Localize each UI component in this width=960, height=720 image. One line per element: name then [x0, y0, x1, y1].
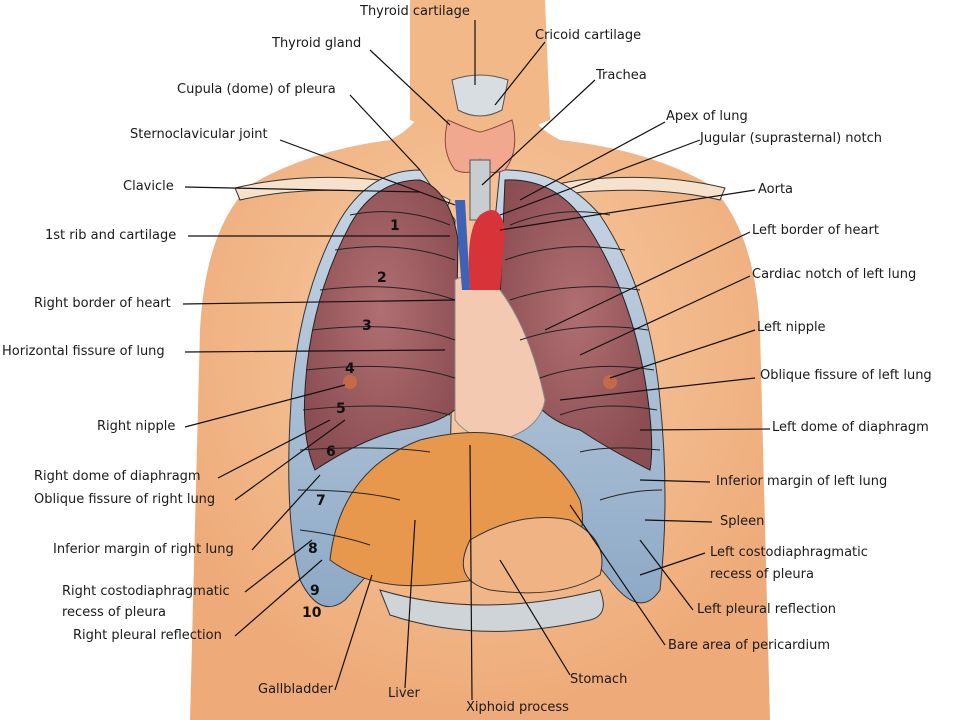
label-apex-of-lung: Apex of lung	[666, 109, 748, 124]
label-right-costodiaphragmatic-2: recess of pleura	[62, 605, 166, 620]
label-right-border-heart: Right border of heart	[34, 296, 171, 311]
label-right-nipple: Right nipple	[97, 419, 176, 434]
label-bare-area: Bare area of pericardium	[668, 638, 831, 653]
label-left-costodiaphragmatic-2: recess of pleura	[710, 567, 814, 582]
label-cardiac-notch: Cardiac notch of left lung	[752, 267, 917, 282]
thyroid-gland	[444, 119, 516, 173]
label-xiphoid-process: Xiphoid process	[466, 700, 569, 715]
leader-lines	[182, 20, 771, 701]
rib-number-6: 6	[326, 444, 336, 460]
label-cupula: Cupula (dome) of pleura	[177, 82, 336, 97]
label-first-rib: 1st rib and cartilage	[45, 228, 177, 243]
label-stomach: Stomach	[570, 672, 628, 687]
rib-number-5: 5	[336, 401, 346, 417]
rib-number-10: 10	[302, 605, 322, 621]
label-thyroid-gland: Thyroid gland	[272, 36, 362, 51]
rib-number-3: 3	[362, 318, 372, 334]
aortic-arch	[468, 210, 505, 290]
rib-number-4: 4	[345, 361, 355, 377]
label-clavicle: Clavicle	[123, 179, 174, 194]
label-gallbladder: Gallbladder	[258, 682, 333, 697]
label-left-pleural-reflection: Left pleural reflection	[697, 602, 837, 617]
label-inferior-margin-right: Inferior margin of right lung	[53, 542, 234, 557]
thyroid-cartilage	[451, 74, 509, 117]
label-jugular-notch: Jugular (suprasternal) notch	[700, 131, 882, 146]
left-nipple-mark	[603, 375, 617, 389]
label-left-dome-diaphragm: Left dome of diaphragm	[772, 420, 929, 435]
rib-number-1: 1	[390, 218, 400, 234]
label-aorta: Aorta	[758, 182, 794, 197]
label-trachea: Trachea	[596, 68, 647, 83]
ribs	[297, 211, 663, 546]
label-right-pleural-reflection: Right pleural reflection	[73, 628, 222, 643]
label-right-costodiaphragmatic-1: Right costodiaphragmatic	[62, 584, 230, 599]
rib-number-2: 2	[377, 270, 387, 286]
label-sternoclavicular-joint: Sternoclavicular joint	[130, 127, 268, 142]
rib-number-7: 7	[316, 493, 326, 509]
label-inferior-margin-left: Inferior margin of left lung	[716, 474, 888, 489]
great-vessels	[455, 200, 470, 290]
label-oblique-fissure-left: Oblique fissure of left lung	[760, 368, 932, 383]
rib-number-8: 8	[308, 541, 318, 557]
neck-skin	[410, 0, 550, 135]
label-left-border-heart: Left border of heart	[752, 223, 879, 238]
label-oblique-fissure-right: Oblique fissure of right lung	[34, 492, 216, 507]
label-horizontal-fissure: Horizontal fissure of lung	[2, 344, 165, 359]
right-nipple-mark	[343, 375, 357, 389]
label-left-costodiaphragmatic-1: Left costodiaphragmatic	[710, 545, 868, 560]
label-spleen: Spleen	[720, 514, 765, 529]
label-thyroid-cartilage: Thyroid cartilage	[360, 4, 470, 19]
label-cricoid-cartilage: Cricoid cartilage	[535, 28, 642, 43]
intestine	[379, 589, 604, 632]
rib-number-9: 9	[310, 583, 320, 599]
label-left-nipple: Left nipple	[757, 320, 826, 335]
label-right-dome-diaphragm: Right dome of diaphragm	[34, 469, 201, 484]
label-liver: Liver	[388, 686, 420, 701]
stomach	[462, 517, 603, 594]
